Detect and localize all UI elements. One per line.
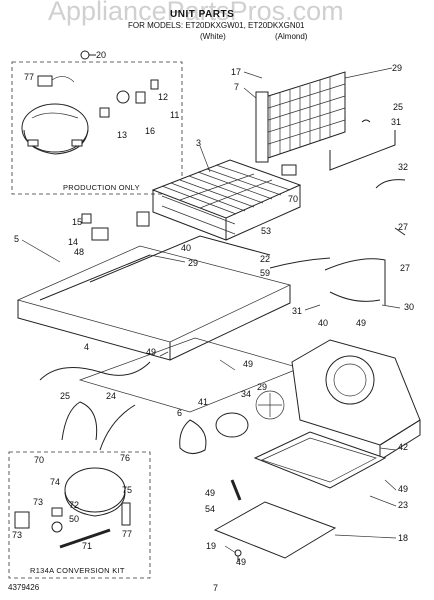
callout-23b: 27	[400, 263, 411, 273]
callout-17: 14	[68, 237, 79, 247]
variant-almond: (Almond)	[275, 32, 308, 41]
callout-24: 29	[257, 382, 268, 392]
callout-41: 42	[398, 442, 409, 452]
drier-27-icon	[269, 257, 331, 269]
conversion-kit-label: R134A CONVERSION KIT	[30, 566, 125, 575]
callout-75: 75	[122, 485, 133, 495]
callout-40b: 41	[198, 397, 209, 407]
fan-shroud-icon	[291, 339, 421, 461]
tube-34-icon	[329, 291, 381, 302]
callout-53: 59	[260, 268, 271, 278]
callout-49c: 49	[398, 484, 409, 494]
callout-15: 19	[206, 541, 217, 551]
callout-34: 31	[292, 306, 303, 316]
callout-7: 7	[234, 82, 240, 92]
callout-16: 16	[145, 126, 156, 136]
callout-27: 22	[260, 254, 271, 264]
callout-22: 29	[392, 63, 403, 73]
callout-59: 77	[24, 72, 35, 82]
callout-54: 70	[288, 194, 299, 204]
page-number: 7	[213, 583, 219, 593]
tube-4-icon	[39, 361, 151, 381]
tube-20-icon	[99, 404, 136, 451]
diagram-title: UNIT PARTS	[170, 9, 235, 20]
drain-hose-icon	[230, 479, 242, 501]
callout-11: 11	[170, 110, 180, 120]
callout-6: 6	[177, 408, 183, 418]
callout-4: 4	[84, 342, 90, 352]
drain-pan-icon	[253, 431, 387, 489]
callout-49e: 49	[236, 557, 247, 567]
callout-37: 20	[96, 50, 107, 60]
callout-14: 18	[398, 533, 409, 543]
watermark: AppliancePartsPros.com	[48, 0, 344, 26]
callout-74: 74	[50, 477, 61, 487]
callout-76: 76	[120, 453, 131, 463]
callout-73b: 73	[33, 497, 44, 507]
callout-23: 27	[398, 222, 409, 232]
callout-31: 30	[404, 302, 415, 312]
callout-50: 53	[261, 226, 272, 236]
base-frame-icon	[16, 235, 292, 361]
callout-21: 25	[60, 391, 71, 401]
callout-73: 73	[12, 530, 23, 540]
callout-20: 24	[106, 391, 117, 401]
callout-42: 48	[74, 247, 85, 257]
leader-lines	[21, 67, 401, 554]
callout-51: 54	[205, 504, 216, 514]
clip-29-icon	[361, 119, 371, 123]
callout-19: 15	[72, 217, 83, 227]
part-19-icon	[81, 213, 92, 224]
callout-25: 23	[398, 500, 409, 510]
callout-77: 77	[122, 529, 133, 539]
production-only-label: PRODUCTION ONLY	[63, 183, 140, 192]
callout-30: 29	[188, 258, 199, 268]
callout-72: 72	[69, 500, 80, 510]
callout-12: 12	[158, 92, 169, 102]
evaporator-coil-icon	[255, 71, 346, 163]
callout-29: 25	[393, 102, 404, 112]
defrost-heater-icon	[329, 130, 396, 171]
callout-13: 13	[117, 130, 128, 140]
doc-number: 4379426	[8, 583, 40, 592]
tube-21-icon	[61, 401, 98, 441]
callout-18: 17	[231, 67, 242, 77]
pad-14-icon	[213, 501, 337, 559]
callout-49f: 50	[69, 514, 80, 524]
callout-5: 5	[14, 234, 20, 244]
callout-39: 40	[181, 243, 192, 253]
tube-31-icon	[324, 258, 386, 305]
conversion-compressor-icon	[14, 467, 131, 549]
callout-35: 32	[398, 162, 409, 172]
harness-35-icon	[375, 179, 406, 189]
part-39-icon	[136, 211, 150, 227]
screw-15-icon	[234, 549, 242, 562]
callout-32: 34	[241, 389, 252, 399]
part-54-icon	[281, 164, 297, 176]
condenser-coil-icon	[151, 159, 302, 241]
callout-49b: 49	[146, 347, 157, 357]
callout-70: 70	[34, 455, 45, 465]
conversion-kit-box	[8, 451, 151, 579]
callout-40: 40	[318, 318, 329, 328]
relay-42-icon	[91, 227, 109, 241]
production-only-box	[11, 61, 183, 195]
callout-33: 31	[391, 117, 402, 127]
part-23-icon	[394, 227, 406, 236]
callout-3: 3	[196, 138, 202, 148]
relay-parts-icon	[37, 75, 159, 118]
condenser-fan-motor-icon	[179, 390, 285, 454]
callout-49d: 49	[205, 488, 216, 498]
callout-49: 49	[356, 318, 367, 328]
callout-48: 49	[243, 359, 254, 369]
variant-white: (White)	[200, 32, 226, 41]
screw-37-icon	[80, 50, 96, 60]
model-numbers: FOR MODELS: ET20DKXGW01, ET20DKXGN01	[128, 21, 305, 30]
compressor-icon	[21, 103, 89, 155]
callout-71: 71	[82, 541, 93, 551]
